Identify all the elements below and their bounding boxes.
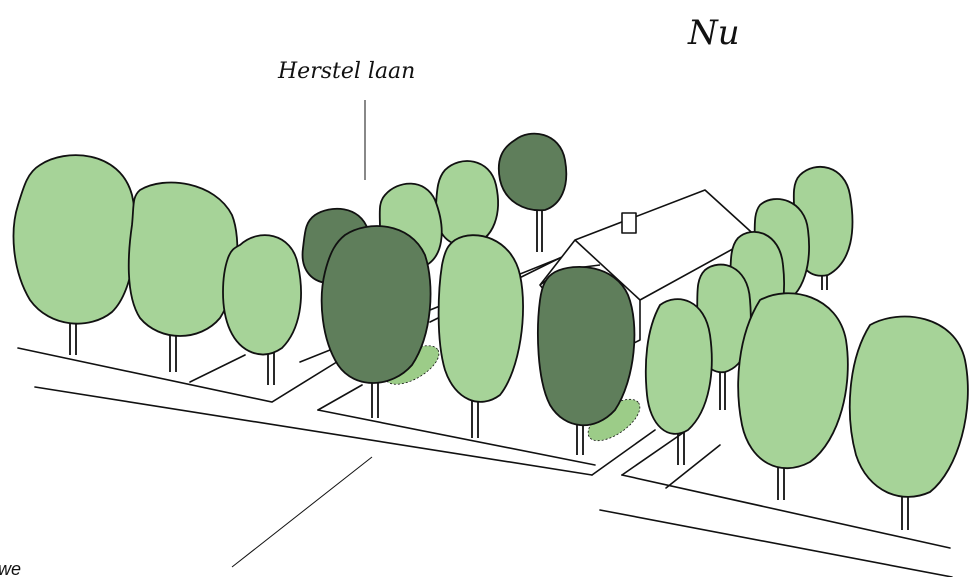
tree <box>129 182 238 372</box>
tree <box>14 155 136 355</box>
tree <box>850 317 968 530</box>
tree <box>322 226 431 418</box>
trees <box>14 134 968 530</box>
tree <box>499 134 567 252</box>
tree <box>646 299 712 465</box>
title-label: Nu <box>687 13 740 53</box>
tree <box>738 293 848 500</box>
tree <box>223 235 301 385</box>
tree <box>439 235 523 438</box>
corner-text: we <box>0 559 21 577</box>
street-name-label: Herstel laan <box>277 59 415 84</box>
road-leader <box>232 457 372 567</box>
